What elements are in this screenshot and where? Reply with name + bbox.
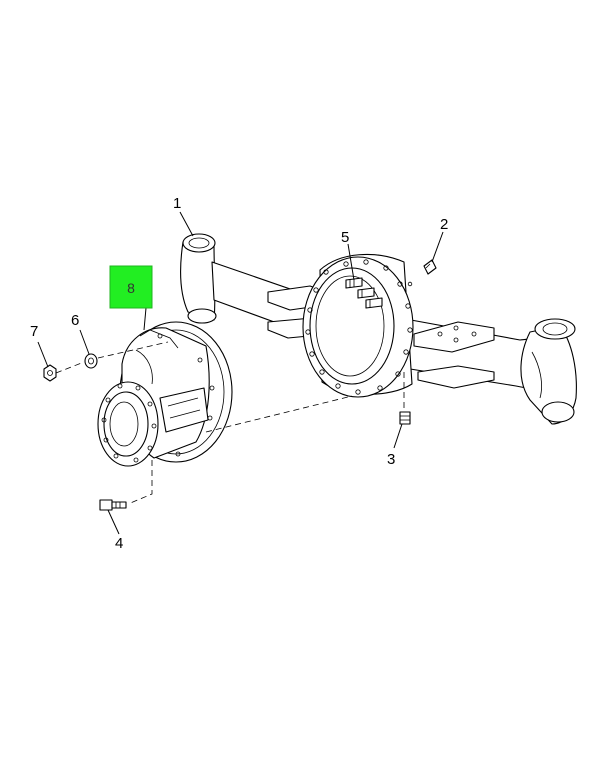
callout-7[interactable]: 7 xyxy=(30,323,38,340)
breather xyxy=(423,259,437,275)
callout-1[interactable]: 1 xyxy=(173,195,181,212)
leader-lines xyxy=(37,211,444,535)
fill-plug xyxy=(399,411,411,425)
nut xyxy=(43,364,57,382)
callout-6[interactable]: 6 xyxy=(71,312,79,329)
callout-8-label: 8 xyxy=(127,280,135,296)
differential-carrier xyxy=(97,321,233,467)
highlight-box[interactable] xyxy=(109,265,153,309)
callout-2[interactable]: 2 xyxy=(440,216,448,233)
highlighted-callout-8[interactable]: 8 xyxy=(109,265,153,309)
washer xyxy=(84,353,98,369)
bolt xyxy=(99,499,127,511)
axle-housing xyxy=(180,233,577,425)
assembly-lines xyxy=(55,341,405,505)
housing-bolt-holes xyxy=(305,259,413,395)
studs xyxy=(345,277,383,309)
callout-3[interactable]: 3 xyxy=(387,451,395,468)
callout-4[interactable]: 4 xyxy=(115,535,123,552)
callout-5[interactable]: 5 xyxy=(341,229,349,246)
callouts: 1 2 3 4 5 6 7 xyxy=(30,195,448,552)
